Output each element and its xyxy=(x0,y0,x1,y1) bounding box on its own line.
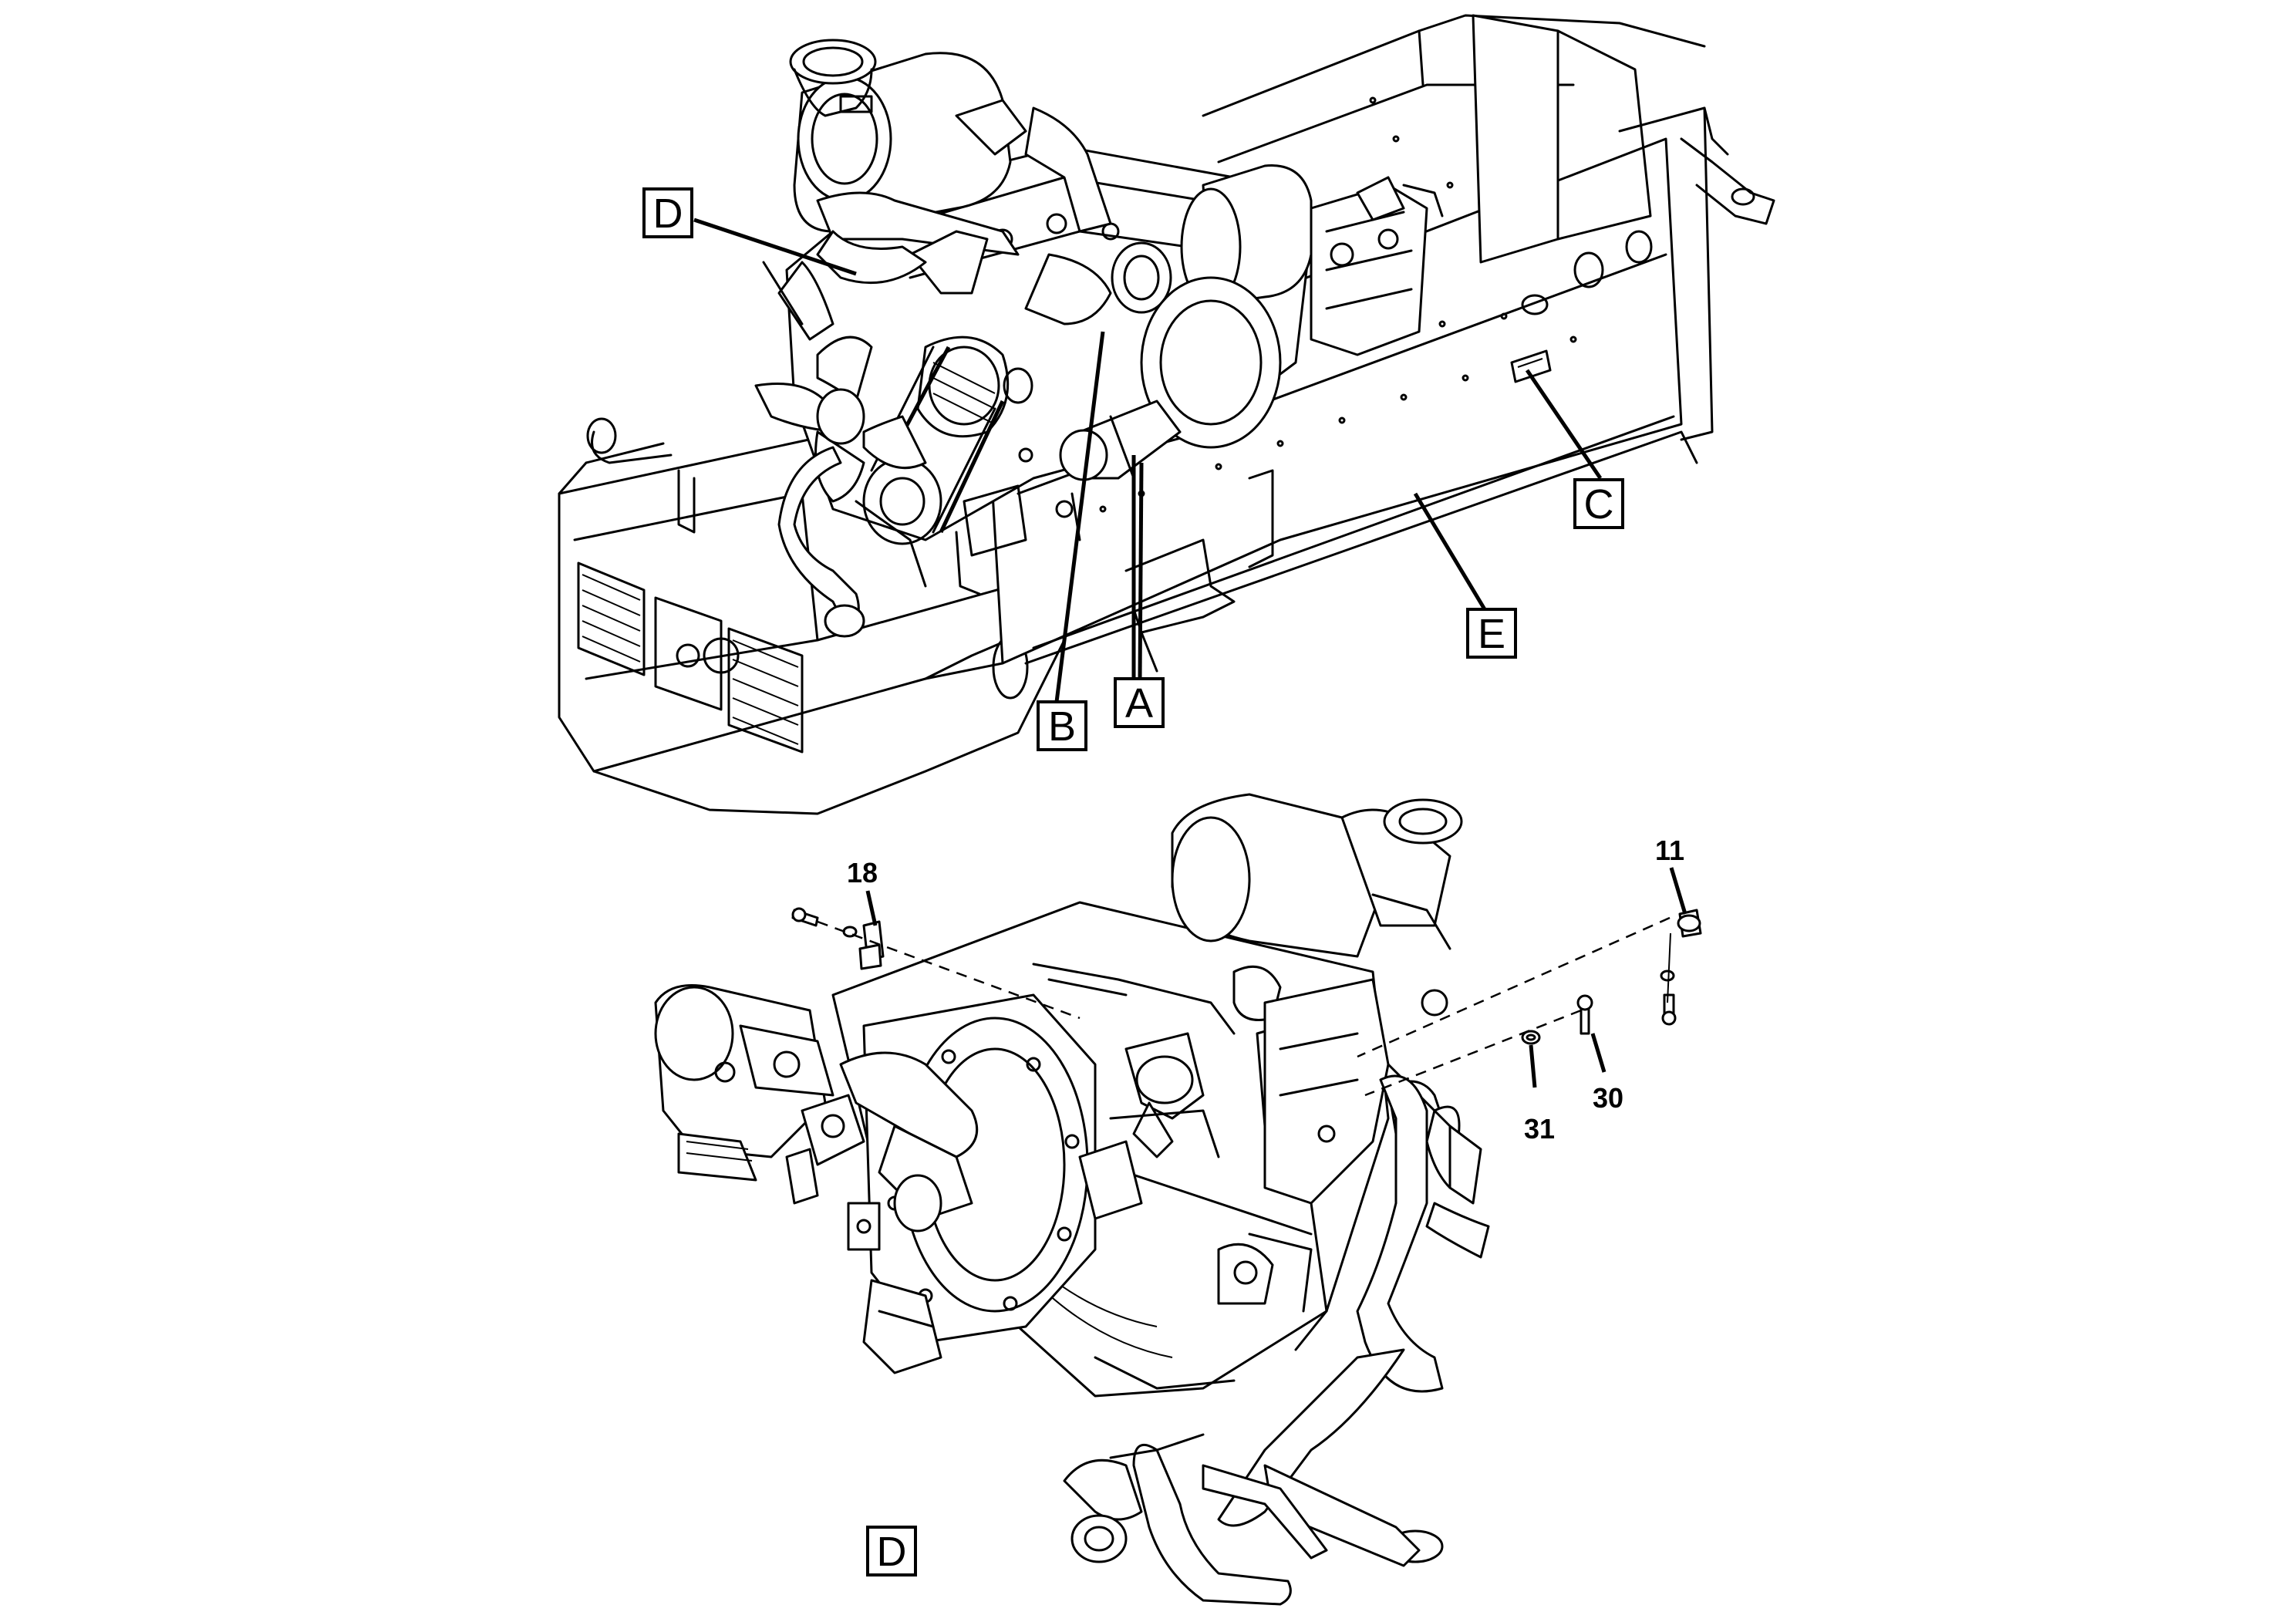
svg-text:A: A xyxy=(1125,680,1153,727)
svg-text:D: D xyxy=(653,191,683,237)
hydraulic-pump-lower xyxy=(654,984,865,1205)
access-plate xyxy=(654,596,740,711)
svg-text:E: E xyxy=(1478,611,1505,657)
slot-c xyxy=(1510,349,1552,383)
air-inlet xyxy=(789,39,877,117)
svg-text:D: D xyxy=(877,1529,907,1575)
hydraulic-pump-upper xyxy=(1310,176,1444,356)
radiator-hose-lower xyxy=(1063,1074,1444,1606)
callout-d: D xyxy=(642,187,693,238)
part-number-30: 30 xyxy=(1593,1082,1623,1114)
part-number-18: 18 xyxy=(847,857,878,889)
starter-motor xyxy=(1059,400,1182,481)
callout-leaders xyxy=(693,218,1603,703)
callout-b: B xyxy=(1037,700,1087,751)
intake-pipes xyxy=(816,99,1172,325)
cooling-fan xyxy=(754,261,927,503)
lower-hose xyxy=(777,446,927,638)
air-filter-lower xyxy=(1171,793,1463,1017)
grille-left xyxy=(577,561,646,676)
fastener-18: 18 xyxy=(791,857,1081,1020)
fuel-filter-canister xyxy=(1180,164,1313,306)
detail-label-d: D xyxy=(866,1526,917,1576)
callout-e: E xyxy=(1466,608,1517,659)
mount-bracket-lower xyxy=(847,1202,942,1374)
part-number-31: 31 xyxy=(1524,1113,1555,1145)
engine-upper xyxy=(754,39,1444,638)
air-filter xyxy=(793,52,1012,233)
detail-d-view: 18 11 30 31 D xyxy=(654,793,1702,1606)
svg-text:B: B xyxy=(1048,703,1076,750)
svg-text:C: C xyxy=(1584,481,1614,528)
fastener-30-31: 30 31 xyxy=(1364,994,1623,1145)
callout-a: A xyxy=(1114,677,1165,728)
engine-right-lower xyxy=(1217,978,1390,1351)
grille-right xyxy=(727,627,804,754)
part-number-11: 11 xyxy=(1655,835,1684,866)
upper-assembly-view: D B A C E xyxy=(558,14,1775,815)
callout-c: C xyxy=(1573,478,1624,529)
fastener-11: 11 xyxy=(1357,835,1702,1058)
